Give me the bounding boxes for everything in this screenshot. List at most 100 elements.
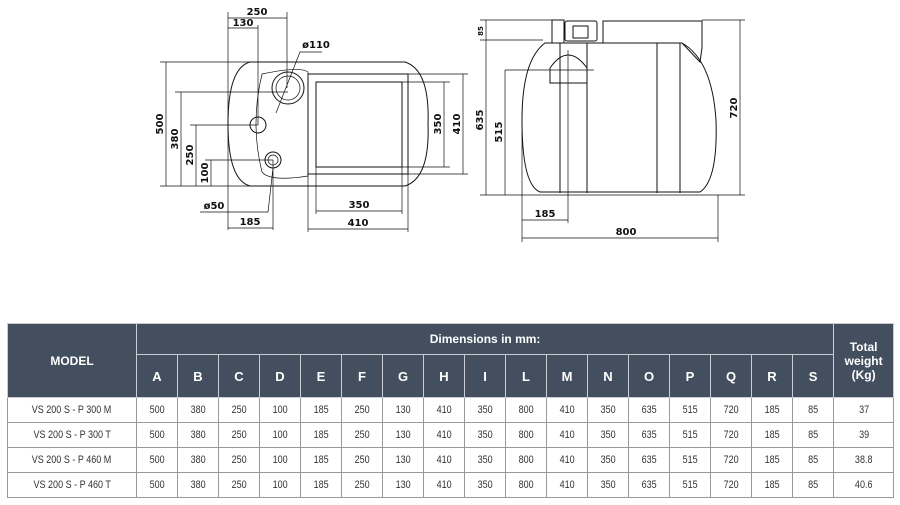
dimension-cell-text: 635 [641, 404, 657, 416]
dimension-cell-text: 350 [600, 404, 616, 416]
dimension-cell: 185 [751, 397, 793, 423]
model-cell-text: VS 200 S - P 300 T [33, 429, 111, 441]
tank-inner-outline [255, 69, 309, 179]
dimension-cell: 85 [791, 447, 835, 473]
dimension-cell: 250 [218, 447, 260, 473]
column-header-r: R [751, 354, 793, 398]
inspection-cover [315, 81, 403, 168]
dimension-cell-text: 100 [272, 404, 288, 416]
dimension-cell-text: 185 [764, 404, 780, 416]
dimension-cell-text: 410 [559, 429, 575, 441]
dimension-cell: 185 [300, 422, 342, 448]
column-header-n: N [587, 354, 629, 398]
dimension-cell: 635 [628, 422, 670, 448]
dimension-cell-text: 85 [808, 429, 819, 441]
dimension-cell-text: 720 [723, 479, 739, 491]
dimension-cell: 410 [546, 422, 588, 448]
dimension-cell-text: 515 [682, 404, 698, 416]
dimension-cell-text: 85 [808, 454, 819, 466]
weight-cell-text: 38.8 [854, 454, 873, 466]
dimension-cell: 515 [669, 472, 711, 498]
dimension-cell-text: 635 [641, 429, 657, 441]
dimension-cell-text: 350 [477, 454, 493, 466]
dim-185: 185 [240, 217, 261, 228]
dimension-cell: 185 [300, 397, 342, 423]
dimension-cell: 720 [710, 447, 752, 473]
dimension-cell-text: 185 [764, 479, 780, 491]
dimension-cell: 250 [341, 422, 383, 448]
dimension-cell: 410 [423, 472, 465, 498]
dimension-cell-text: 185 [313, 404, 329, 416]
dimension-cell-text: 250 [231, 404, 247, 416]
tank-outline [227, 61, 429, 187]
dimension-cell: 410 [546, 472, 588, 498]
column-header-m: M [546, 354, 588, 398]
dimension-cell-text: 380 [190, 404, 206, 416]
weight-cell-text: 39 [858, 429, 869, 441]
dimension-cell-text: 380 [190, 479, 206, 491]
dimension-cell-text: 800 [518, 479, 534, 491]
dim-410-bottom: 410 [348, 218, 369, 229]
dimension-cell: 100 [259, 422, 301, 448]
dimension-cell-text: 410 [559, 454, 575, 466]
dimension-cell: 720 [710, 422, 752, 448]
dimension-cell: 85 [791, 422, 835, 448]
dimension-cell: 350 [587, 397, 629, 423]
dimension-cell: 410 [546, 447, 588, 473]
weight-cell: 37 [833, 397, 895, 423]
column-header-d: D [259, 354, 301, 398]
dimension-cell-text: 250 [354, 429, 370, 441]
dimension-cell-text: 410 [436, 429, 452, 441]
dimension-cell: 800 [505, 422, 547, 448]
dimension-cell-text: 250 [231, 454, 247, 466]
dimension-cell: 635 [628, 472, 670, 498]
dimension-cell: 500 [136, 472, 178, 498]
dimension-cell-text: 130 [395, 479, 411, 491]
dim-720: 720 [729, 98, 740, 119]
dimension-cell: 85 [791, 472, 835, 498]
dim-100: 100 [200, 163, 211, 184]
column-header-h: H [423, 354, 465, 398]
dia-50: ø50 [204, 201, 225, 212]
weight-cell-text: 40.6 [854, 479, 873, 491]
dimension-cell: 185 [751, 422, 793, 448]
column-header-o: O [628, 354, 670, 398]
dimension-cell-text: 800 [518, 404, 534, 416]
dimension-cell: 500 [136, 422, 178, 448]
dimension-cell-text: 380 [190, 454, 206, 466]
model-cell: VS 200 S - P 460 T [7, 472, 137, 498]
dimension-cell-text: 800 [518, 454, 534, 466]
dimension-cell: 250 [341, 447, 383, 473]
dim-250-left: 250 [185, 145, 196, 166]
dimension-cell-text: 720 [723, 454, 739, 466]
dimension-cell: 410 [546, 397, 588, 423]
dimension-cell: 250 [218, 397, 260, 423]
dimension-cell-text: 350 [477, 404, 493, 416]
dimension-cell: 350 [587, 422, 629, 448]
dimension-cell-text: 185 [313, 454, 329, 466]
dimension-cell-text: 250 [231, 479, 247, 491]
side-view: 85 635 515 720 185 800 [475, 19, 745, 242]
dimension-cell-text: 500 [149, 404, 165, 416]
dia-110: ø110 [302, 40, 330, 51]
dimension-lines [160, 12, 468, 232]
model-cell: VS 200 S - P 300 M [7, 397, 137, 423]
column-header-q: Q [710, 354, 752, 398]
dimension-cell: 185 [300, 472, 342, 498]
dimension-cell-text: 500 [149, 429, 165, 441]
dimension-cell: 185 [751, 472, 793, 498]
dimension-cell-text: 185 [764, 454, 780, 466]
dim-130: 130 [233, 18, 254, 29]
dimension-cell: 410 [423, 397, 465, 423]
dimension-cell: 185 [751, 447, 793, 473]
dimension-cell-text: 100 [272, 479, 288, 491]
dim-350-bottom: 350 [349, 200, 370, 211]
dimension-cell-text: 250 [354, 479, 370, 491]
lid [602, 20, 703, 64]
dimension-cell-text: 130 [395, 429, 411, 441]
dimension-cell: 350 [464, 447, 506, 473]
